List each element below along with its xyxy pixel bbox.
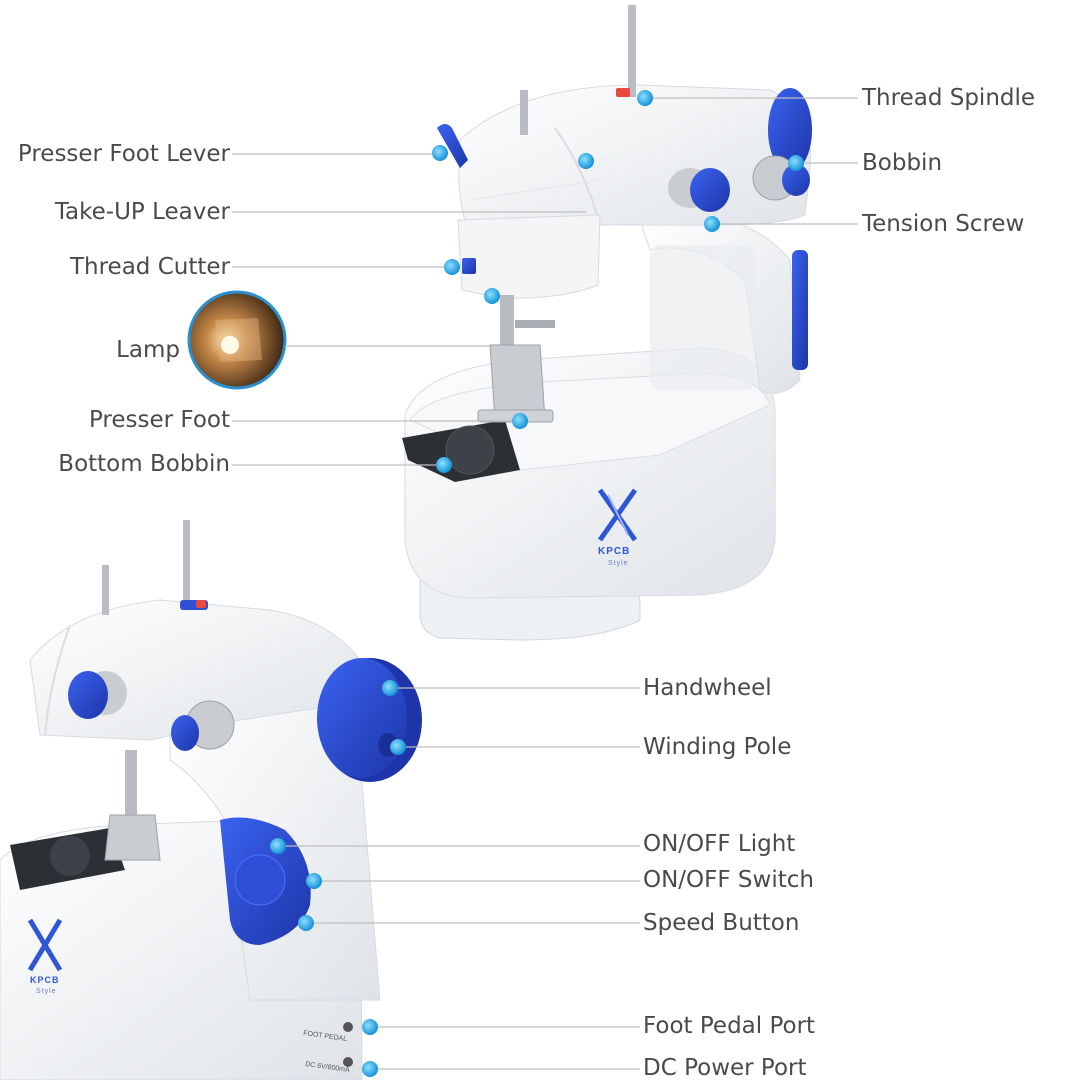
dot-foot-pedal-port [362,1019,378,1035]
dot-dc-power-port [362,1061,378,1077]
dot-on-off-switch [306,873,322,889]
label-on-off-light: ON/OFF Light [643,831,796,857]
leader-lines [232,97,858,1070]
label-tension-screw: Tension Screw [862,211,1025,237]
dot-bobbin [788,155,804,171]
dot-presser-foot-lever [432,145,448,161]
dot-winding-pole [390,739,406,755]
dot-lamp [484,288,500,304]
dot-take-up-leaver [578,153,594,169]
dot-speed-button [298,915,314,931]
label-handwheel: Handwheel [643,675,772,701]
label-winding-pole: Winding Pole [643,734,792,760]
brand-logo-bottom: KPCB [30,975,60,985]
label-on-off-switch: ON/OFF Switch [643,867,814,893]
dot-bottom-bobbin [436,457,452,473]
label-foot-pedal-port: Foot Pedal Port [643,1013,816,1039]
dot-thread-spindle [637,90,653,106]
label-lamp: Lamp [116,337,180,363]
bottom-machine [0,520,422,1080]
label-speed-button: Speed Button [643,910,800,936]
dot-handwheel [382,680,398,696]
label-thread-spindle: Thread Spindle [862,85,1036,111]
label-dc-power-port: DC Power Port [643,1055,807,1080]
dot-presser-foot [512,413,528,429]
label-take-up-leaver: Take-UP Leaver [54,199,230,225]
label-presser-foot-lever: Presser Foot Lever [17,141,230,167]
label-presser-foot: Presser Foot [88,407,230,433]
dot-tension-screw [704,216,720,232]
label-thread-cutter: Thread Cutter [69,254,230,280]
label-bottom-bobbin: Bottom Bobbin [58,451,230,477]
brand-sub-bottom: Style [36,988,57,995]
label-bobbin: Bobbin [862,150,943,176]
brand-sub-top: Style [608,560,629,567]
callout-dots [270,90,804,1077]
dot-thread-cutter [444,259,460,275]
lamp-inset [187,290,287,390]
brand-logo-top: KPCB [598,546,631,557]
dot-on-off-light [270,838,286,854]
top-machine [402,5,812,641]
